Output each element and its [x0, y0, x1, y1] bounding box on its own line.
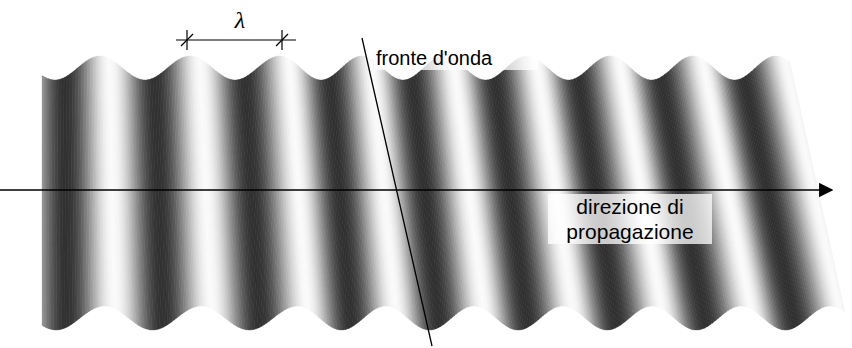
wavefront-label: fronte d'onda: [374, 46, 538, 70]
propagation-arrow: [0, 189, 832, 191]
wave-strip: [788, 60, 845, 311]
wave-surface: [42, 56, 845, 330]
propagation-label: direzione di propagazione: [548, 194, 712, 244]
wavelength-symbol: λ: [226, 6, 254, 35]
wave-strip: [789, 61, 845, 312]
wavefront-line: [362, 38, 432, 346]
